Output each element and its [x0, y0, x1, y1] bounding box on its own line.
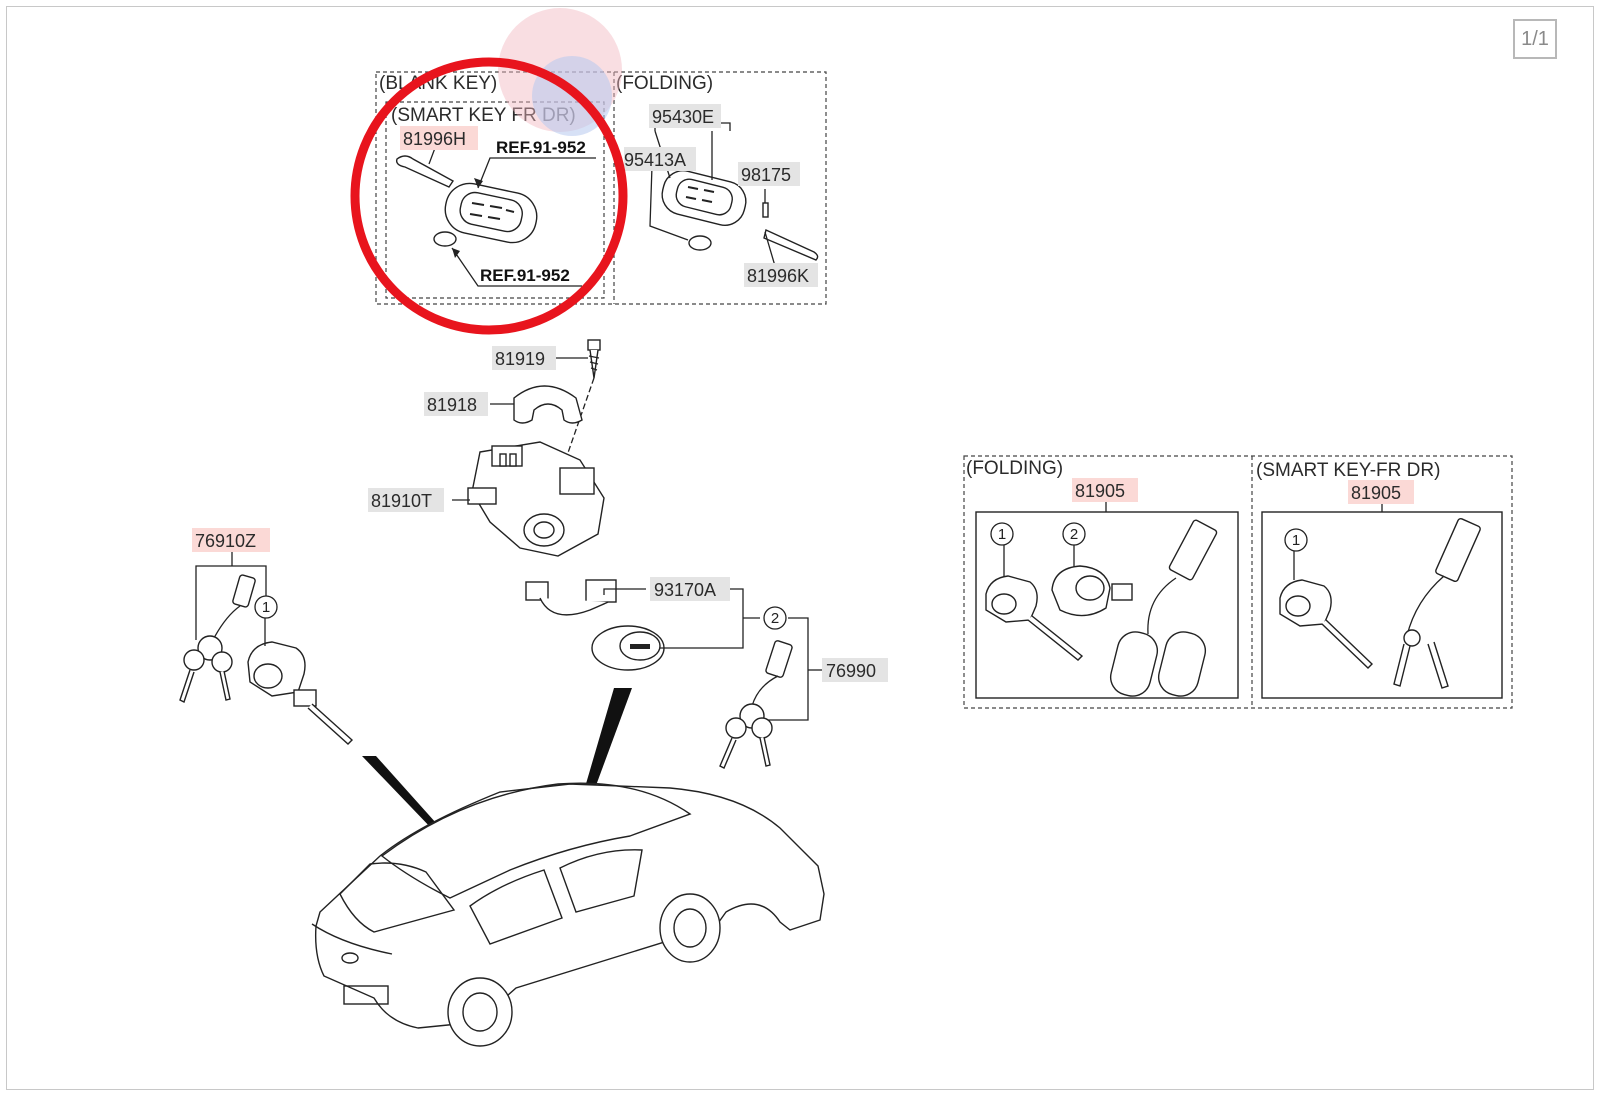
kit-smart-key-drawing [1279, 517, 1481, 689]
part-label-81996H[interactable]: 81996H [403, 129, 466, 149]
part-label-81905-smart-key[interactable]: 81905 [1351, 483, 1401, 503]
circled-number-1-folding: 1 [990, 522, 1014, 546]
circled-number-2-folding: 2 [1062, 522, 1086, 546]
annotation-circle [350, 57, 628, 335]
part-label-76910Z[interactable]: 76910Z [195, 531, 256, 551]
group-box-right [963, 455, 1513, 709]
svg-text:1: 1 [998, 526, 1006, 543]
group-label-folding-top: (FOLDING) [616, 73, 713, 94]
part-label-81905-folding[interactable]: 81905 [1075, 481, 1125, 501]
circled-number-1-smart-key: 1 [1284, 528, 1308, 552]
group-label-smart-key-right: (SMART KEY-FR DR) [1256, 460, 1440, 481]
folding-key-fob-drawing [661, 170, 819, 261]
group-label-folding-right: (FOLDING) [966, 458, 1063, 479]
part-label-81919[interactable]: 81919 [495, 349, 545, 369]
part-label-95413A[interactable]: 95413A [624, 150, 686, 170]
part-label-81910T[interactable]: 81910T [371, 491, 432, 511]
smart-key-fob-drawing [395, 155, 538, 247]
ref-label-top: REF.91-952 [496, 138, 586, 157]
ignition-assembly-drawing [467, 339, 665, 671]
keys-76990-drawing [719, 640, 793, 769]
kit-folding-drawing [985, 519, 1218, 697]
svg-text:2: 2 [771, 610, 779, 627]
vehicle-drawing [311, 782, 825, 1047]
kit-box-folding [975, 511, 1239, 699]
door-lock-76910Z-drawing [179, 552, 354, 745]
part-label-93170A[interactable]: 93170A [654, 580, 716, 600]
part-label-76990[interactable]: 76990 [826, 661, 876, 681]
svg-text:2: 2 [1070, 526, 1078, 543]
group-box-smart-key [385, 101, 605, 299]
part-label-81996K[interactable]: 81996K [747, 266, 809, 286]
part-label-bg [400, 126, 478, 150]
part-label-81918[interactable]: 81918 [427, 395, 477, 415]
circled-number-1-left: 1 [254, 595, 278, 619]
svg-text:1: 1 [262, 599, 270, 616]
page-indicator: 1/1 [1513, 19, 1557, 59]
ref-label-bottom: REF.91-952 [480, 266, 570, 285]
group-label-smart-key-fr-dr: (SMART KEY FR DR) [391, 105, 576, 126]
part-label-98175[interactable]: 98175 [741, 165, 791, 185]
part-label-95430E[interactable]: 95430E [652, 107, 714, 127]
circled-number-2-center: 2 [763, 606, 787, 630]
svg-text:1: 1 [1292, 532, 1300, 549]
